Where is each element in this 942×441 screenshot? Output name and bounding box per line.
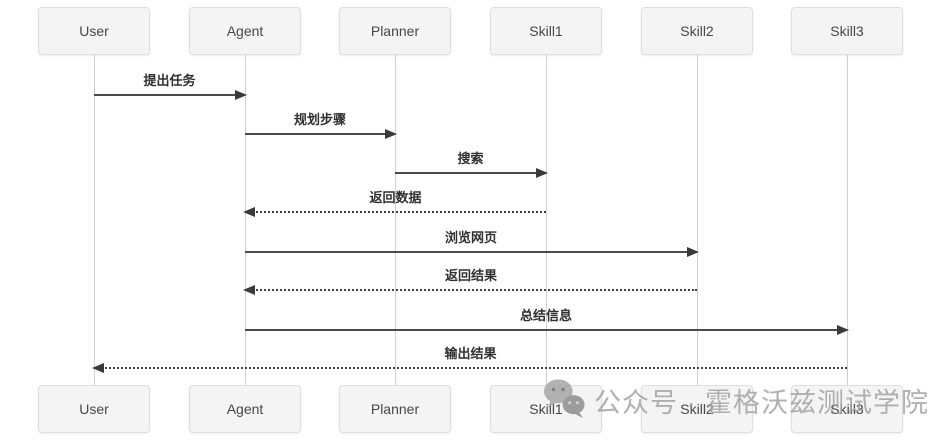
message-return-data: 返回数据 bbox=[243, 190, 546, 217]
lifeline-skill2 bbox=[697, 55, 698, 385]
participant-label: Skill1 bbox=[529, 401, 563, 417]
lifeline-planner bbox=[395, 55, 396, 385]
lifeline-skill3 bbox=[847, 55, 848, 385]
participant-box-skill2-top: Skill2 bbox=[641, 7, 753, 55]
message-label: 总结信息 bbox=[519, 308, 572, 323]
arrow-right bbox=[245, 325, 849, 335]
arrow-left bbox=[92, 363, 847, 373]
participant-box-skill1-bottom: Skill1 bbox=[490, 385, 602, 433]
message-plan-steps: 规划步骤 bbox=[245, 112, 397, 139]
participant-box-agent-bottom: Agent bbox=[189, 385, 301, 433]
lifeline-skill1 bbox=[546, 55, 547, 385]
participant-label: Skill2 bbox=[680, 23, 714, 39]
participant-label: Skill3 bbox=[830, 23, 864, 39]
message-label: 浏览网页 bbox=[444, 230, 497, 245]
message-label: 规划步骤 bbox=[293, 112, 346, 127]
arrow-right bbox=[245, 129, 397, 139]
message-output-result: 输出结果 bbox=[92, 346, 847, 373]
message-summarize-info: 总结信息 bbox=[245, 308, 849, 335]
participant-label: Planner bbox=[370, 23, 420, 39]
participant-box-skill1-top: Skill1 bbox=[490, 7, 602, 55]
participant-box-skill2-bottom: Skill2 bbox=[641, 385, 753, 433]
message-propose-task: 提出任务 bbox=[94, 73, 247, 100]
participant-box-user-top: User bbox=[38, 7, 150, 55]
participant-label: Planner bbox=[370, 401, 420, 417]
arrow-right bbox=[245, 247, 699, 257]
message-label: 返回数据 bbox=[369, 190, 422, 205]
lifeline-user bbox=[94, 55, 95, 385]
message-browse-web: 浏览网页 bbox=[245, 230, 699, 257]
participant-label: Skill1 bbox=[529, 23, 563, 39]
arrow-left bbox=[243, 207, 546, 217]
participant-label: Agent bbox=[226, 23, 264, 39]
message-label: 提出任务 bbox=[143, 73, 196, 88]
participant-label: Skill3 bbox=[830, 401, 864, 417]
message-return-result: 返回结果 bbox=[243, 268, 697, 295]
participant-box-user-bottom: User bbox=[38, 385, 150, 433]
lifeline-agent bbox=[245, 55, 246, 385]
arrow-right bbox=[395, 168, 548, 178]
message-label: 输出结果 bbox=[444, 346, 497, 361]
participant-label: Skill2 bbox=[680, 401, 714, 417]
message-search: 搜索 bbox=[395, 151, 548, 178]
participant-box-planner-top: Planner bbox=[339, 7, 451, 55]
participant-box-skill3-bottom: Skill3 bbox=[791, 385, 903, 433]
arrow-right bbox=[94, 90, 247, 100]
participant-box-agent-top: Agent bbox=[189, 7, 301, 55]
participant-box-planner-bottom: Planner bbox=[339, 385, 451, 433]
message-label: 搜索 bbox=[457, 151, 484, 166]
participant-label: Agent bbox=[226, 401, 264, 417]
message-label: 返回结果 bbox=[444, 268, 497, 283]
participant-label: User bbox=[79, 401, 109, 417]
participant-box-skill3-top: Skill3 bbox=[791, 7, 903, 55]
arrow-left bbox=[243, 285, 697, 295]
participant-label: User bbox=[79, 23, 109, 39]
